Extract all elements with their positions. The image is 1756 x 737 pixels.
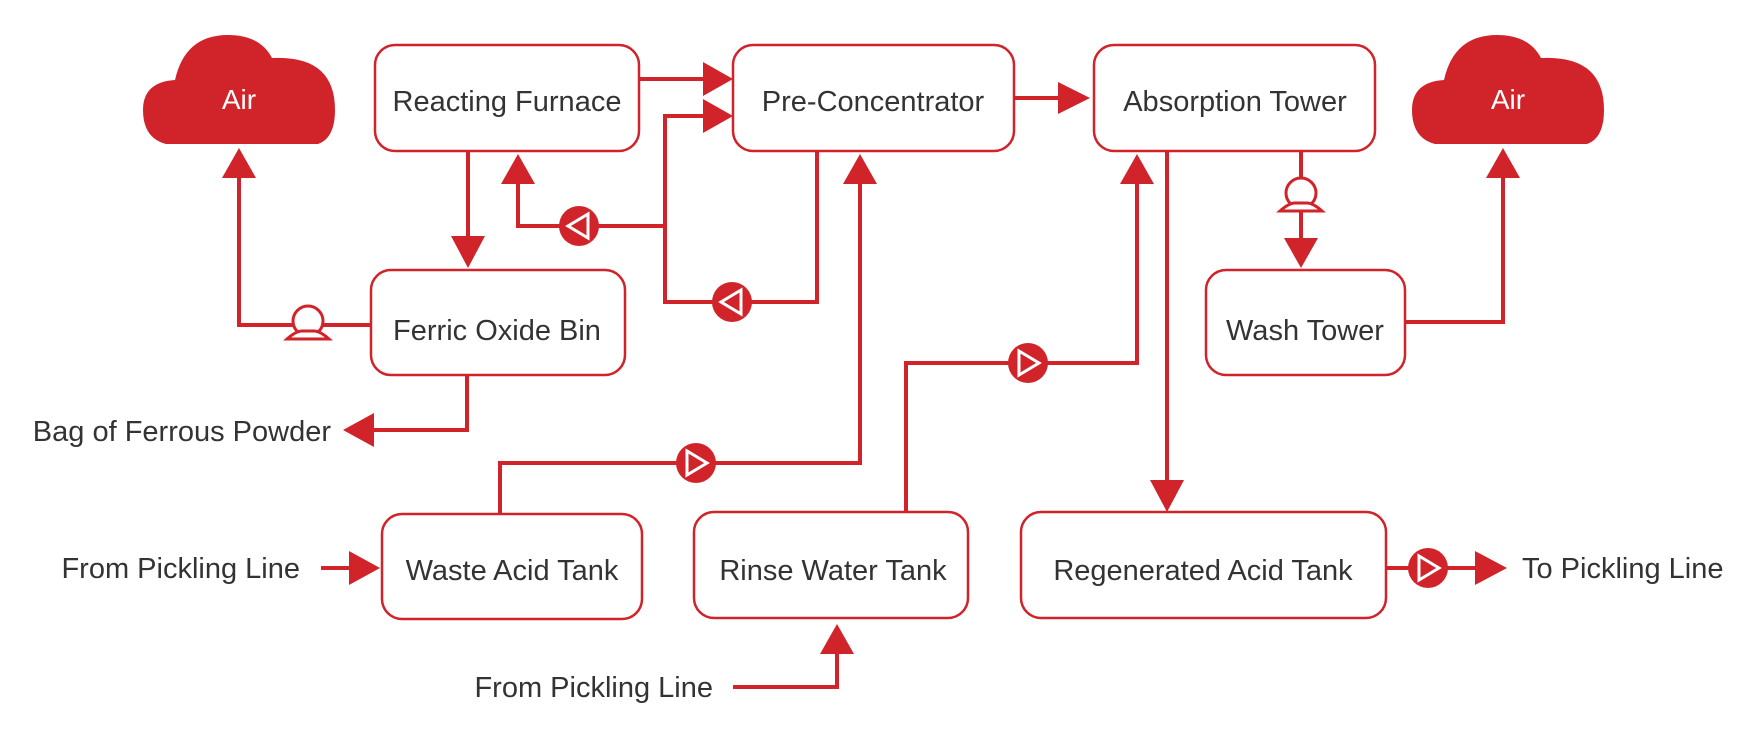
arrow-icon: [1284, 238, 1318, 268]
label-ferric-oxide-bin: Ferric Oxide Bin: [393, 315, 601, 347]
arrow-icon: [501, 154, 535, 184]
node-ferric-oxide-bin: [369, 268, 627, 377]
node-rinse-water-tank: [692, 510, 970, 620]
arrow-icon: [349, 551, 380, 585]
cloud-icon: [1412, 35, 1604, 144]
label-regenerated-acid-tank: Regenerated Acid Tank: [1053, 555, 1353, 587]
arrow-icon: [1150, 480, 1184, 512]
node-pre-concentrator: [731, 43, 1016, 153]
fan-blower-icon: [1278, 176, 1324, 213]
label-waste-acid-tank: Waste Acid Tank: [406, 555, 619, 587]
label-absorption-tower: Absorption Tower: [1123, 86, 1347, 118]
arrow-icon: [222, 148, 256, 178]
label-from-pickling-line-rinse: From Pickling Line: [474, 672, 713, 704]
pump-icon: [1008, 343, 1048, 383]
pump-icon: [676, 443, 716, 483]
node-wash-tower: [1204, 268, 1407, 377]
pump-icon: [712, 282, 752, 322]
label-pre-concentrator: Pre-Concentrator: [762, 86, 985, 118]
label-bag-of-ferrous-powder: Bag of Ferrous Powder: [33, 416, 332, 448]
node-waste-acid-tank: [380, 512, 644, 621]
cloud-icon: [143, 35, 335, 144]
pumps: [285, 176, 1448, 588]
arrow-icon: [1475, 551, 1507, 585]
arrow-icon: [1120, 154, 1154, 184]
fan-blower-icon: [285, 304, 331, 341]
air-label-right: Air: [1491, 84, 1525, 115]
label-rinse-water-tank: Rinse Water Tank: [719, 555, 947, 587]
arrow-icon: [843, 154, 877, 184]
arrow-icon: [1058, 82, 1090, 114]
air-cloud-right: Air: [1412, 35, 1604, 144]
node-absorption-tower: [1092, 43, 1377, 153]
arrow-icon: [1486, 148, 1520, 178]
pump-icon: [559, 206, 599, 246]
air-cloud-left: Air: [143, 35, 335, 144]
label-to-pickling-line: To Pickling Line: [1522, 553, 1724, 585]
arrow-icon: [451, 236, 485, 268]
air-label-left: Air: [222, 84, 256, 115]
pump-icon: [1408, 548, 1448, 588]
arrow-icon: [703, 99, 733, 133]
label-wash-tower: Wash Tower: [1226, 315, 1384, 347]
label-reacting-furnace: Reacting Furnace: [393, 86, 622, 118]
arrow-icon: [703, 62, 733, 96]
node-regenerated-acid-tank: [1019, 510, 1388, 620]
label-from-pickling-line-waste: From Pickling Line: [61, 553, 300, 585]
node-reacting-furnace: [373, 43, 641, 153]
arrowheads: [222, 62, 1520, 654]
arrow-icon: [820, 624, 854, 654]
arrow-icon: [343, 413, 374, 447]
